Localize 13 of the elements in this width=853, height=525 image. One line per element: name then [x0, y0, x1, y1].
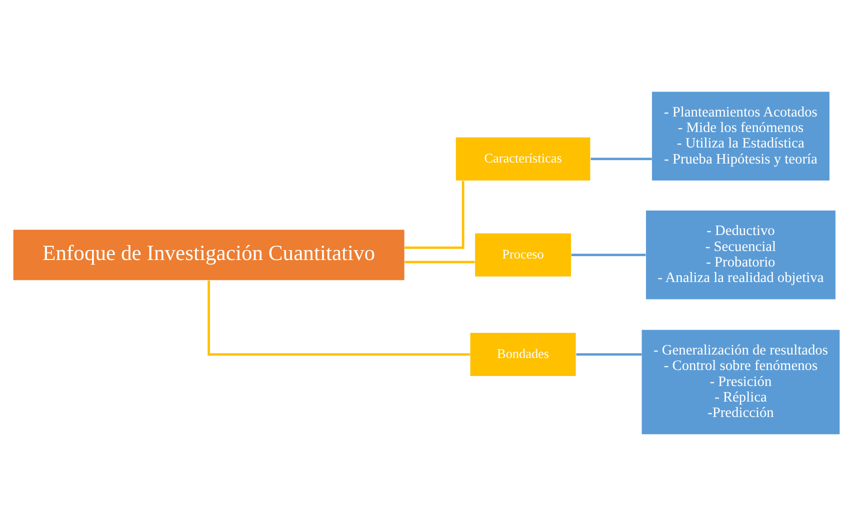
connector: [404, 260, 475, 263]
node-box: Proceso: [475, 232, 572, 276]
node-box: Bondades: [470, 332, 576, 376]
connector: [590, 157, 652, 160]
node-box: Características: [456, 136, 590, 180]
node-box: Enfoque de Investigación Cuantitativo: [13, 229, 404, 280]
connector: [404, 180, 464, 248]
connector: [208, 280, 470, 356]
node-box: - Deductivo - Secuencial - Probatorio - Analiza la realidad objetiva: [646, 210, 836, 299]
node-box: - Generalización de resultados - Control sobre fenómenos - Presición - Réplica -Predicción: [642, 329, 840, 434]
connector: [571, 253, 646, 256]
connector: [576, 352, 642, 356]
node-box: - Planteamientos Acotados - Mide los fenómenos - Utiliza la Estadística - Prueba Hipótesis y teoría: [652, 91, 830, 180]
